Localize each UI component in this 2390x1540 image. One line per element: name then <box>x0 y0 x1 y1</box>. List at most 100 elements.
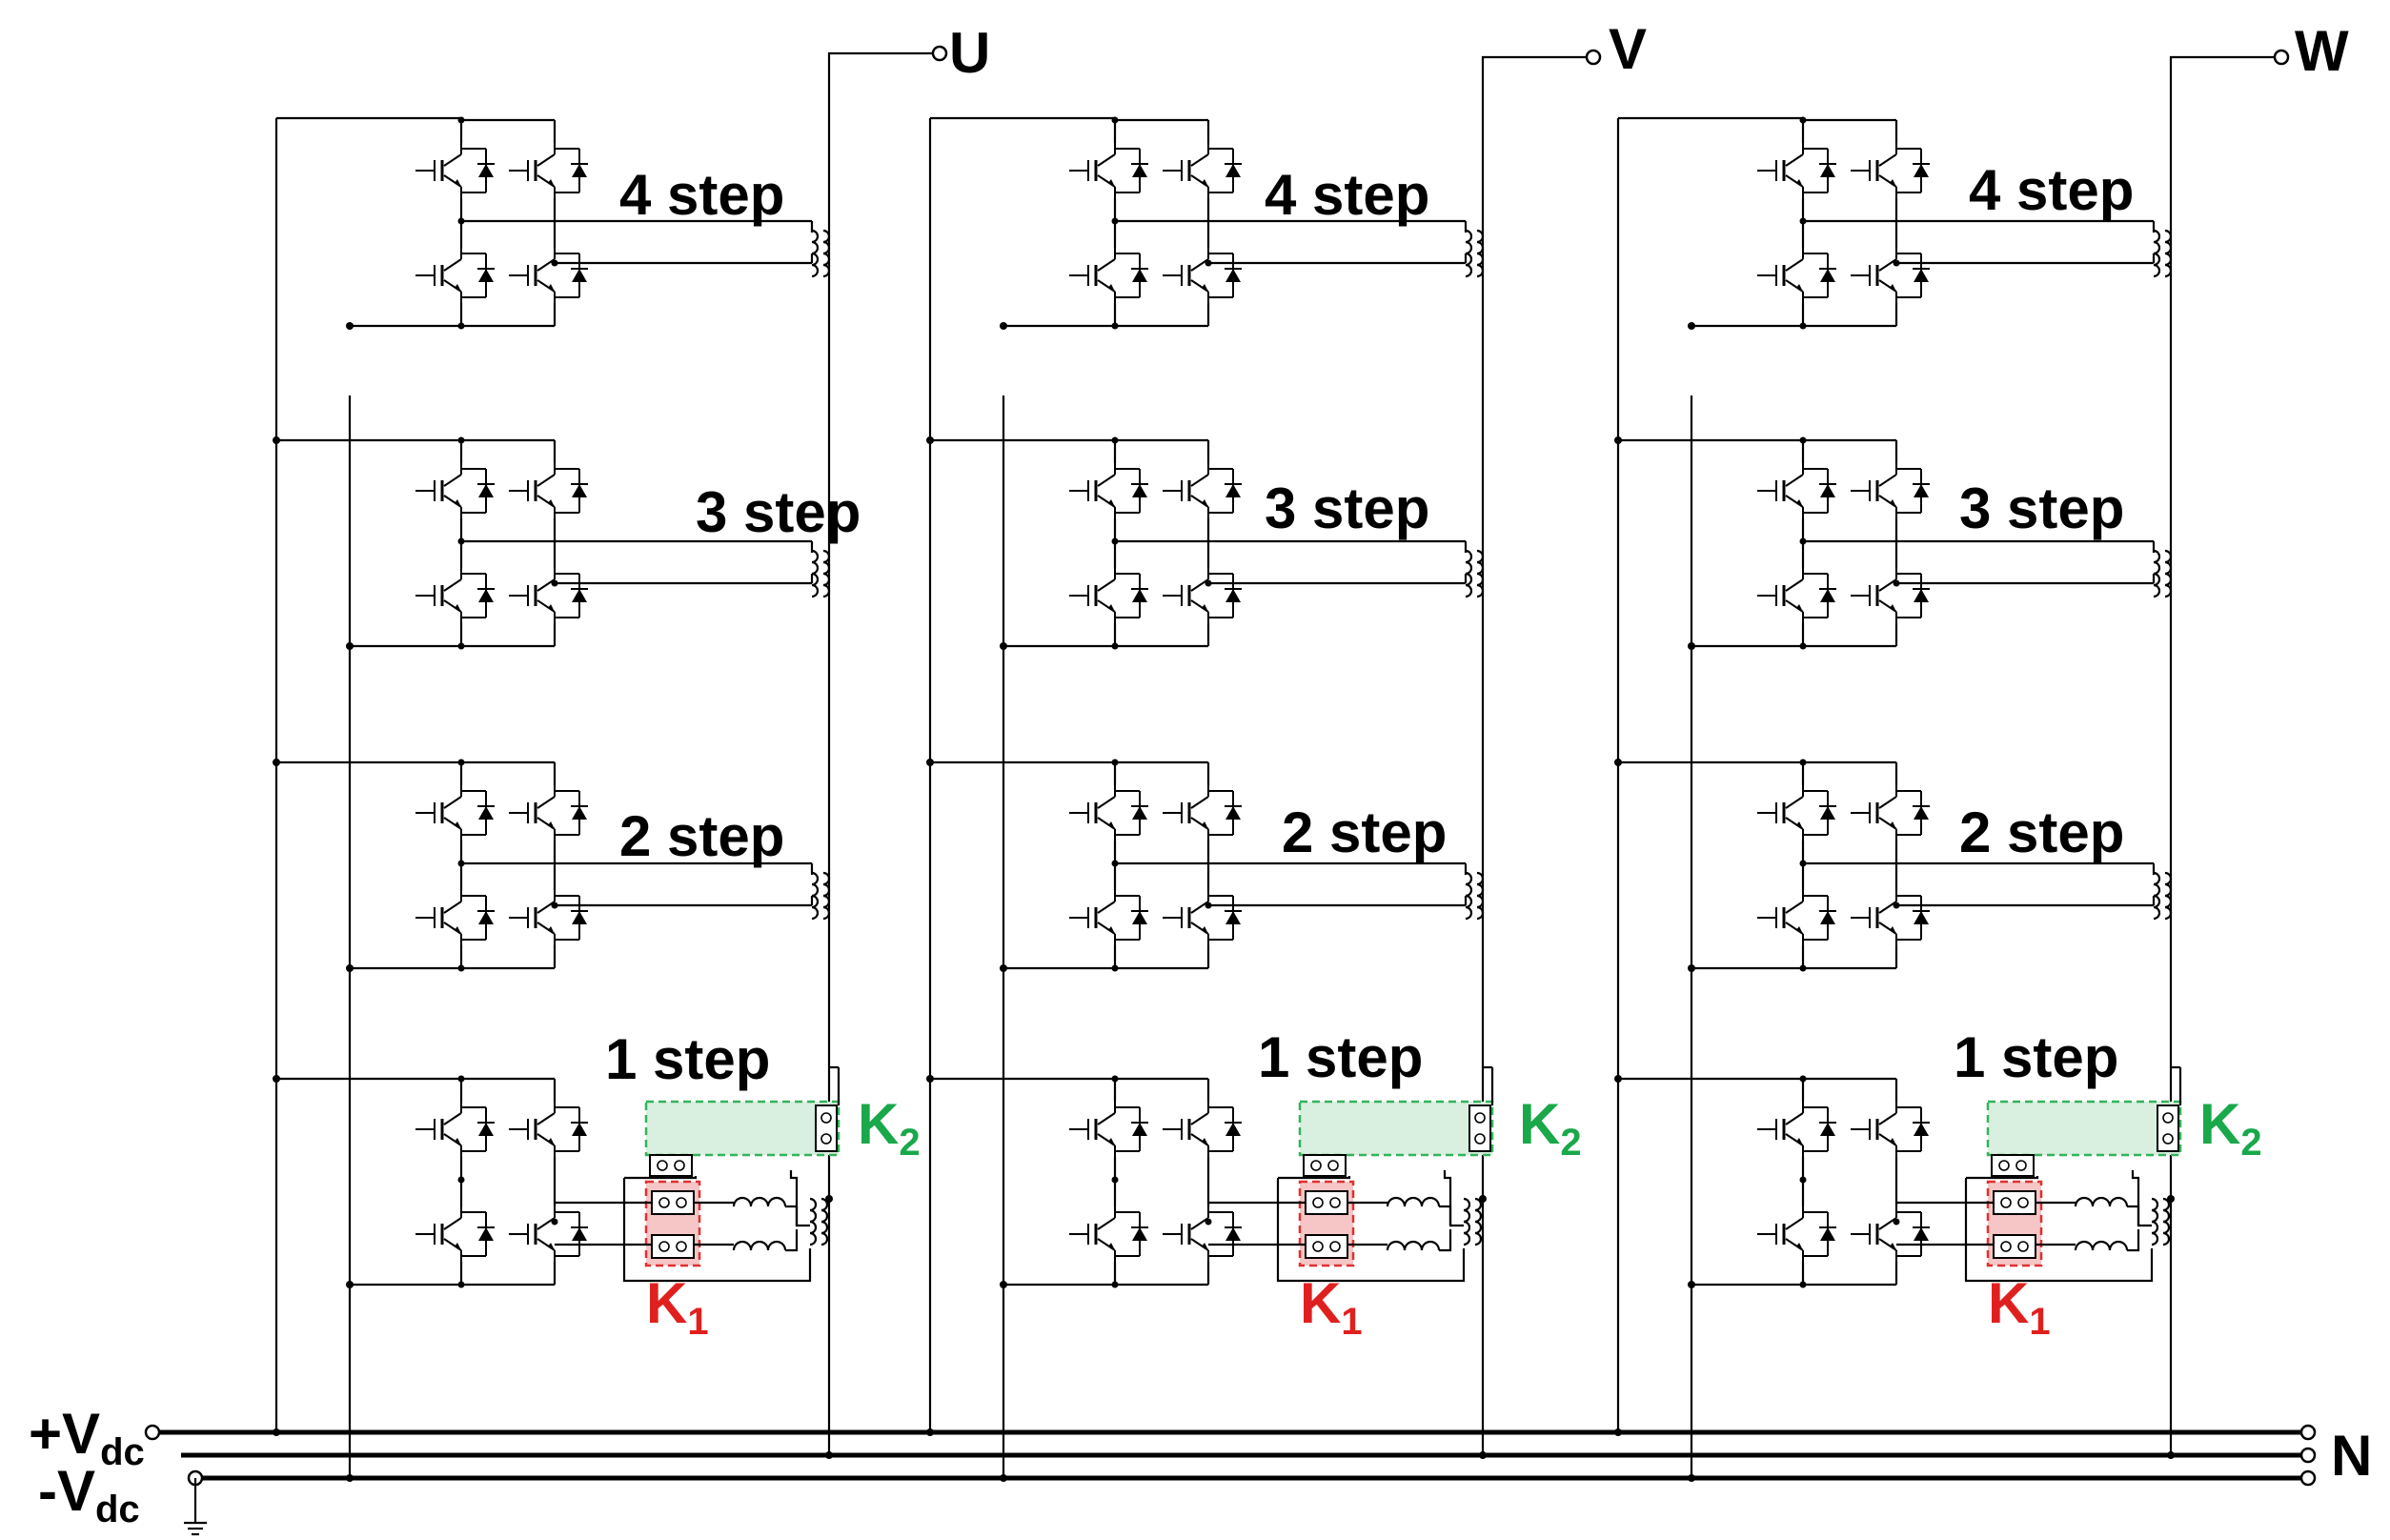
junction-dot <box>1614 436 1622 444</box>
k2-sub: 2 <box>2240 1122 2261 1164</box>
junction-dot <box>825 1451 833 1459</box>
junction-dot <box>273 1429 280 1436</box>
step-label-1: 1 step <box>1954 1025 2118 1089</box>
relay-k1 <box>1993 1190 2036 1215</box>
coupled-inductor-icon <box>808 1197 829 1246</box>
junction-dot <box>926 1429 934 1436</box>
relay-k2 <box>2157 1104 2179 1152</box>
coupled-inductor-icon <box>2150 1197 2171 1246</box>
coupled-inductor-icon <box>1464 871 1485 921</box>
wire <box>2131 1170 2140 1226</box>
inductor-icon <box>1386 1196 1441 1208</box>
hbridge-2 <box>926 759 1485 972</box>
k2-label: K2 <box>858 1092 921 1164</box>
junction-dot <box>1688 642 1695 650</box>
k2-zone <box>644 1100 841 1157</box>
terminal <box>144 1424 161 1441</box>
relay-k2 <box>815 1104 838 1152</box>
junction-dot <box>346 964 354 972</box>
inductor-icon <box>732 1240 787 1252</box>
coupled-inductor-icon <box>810 229 831 278</box>
phase-group-u <box>273 45 948 1482</box>
step-label-4: 4 step <box>619 163 784 227</box>
junction-dot <box>346 1281 354 1288</box>
k2-zone <box>1298 1100 1494 1157</box>
hbridge-switches <box>1069 117 1242 330</box>
hbridge-2 <box>273 759 831 972</box>
hbridge-switches <box>1757 1076 1930 1288</box>
rail-label-negative: -Vdc <box>38 1459 140 1530</box>
junction-dot <box>926 1075 934 1083</box>
step-label-1: 1 step <box>605 1027 770 1091</box>
k1-main: K <box>646 1271 687 1335</box>
relay-contact <box>820 1112 832 1124</box>
relay-contact <box>676 1241 687 1252</box>
phase-group-v <box>926 49 1602 1482</box>
labels: U V W +Vdc -Vdc N <box>29 17 2372 1530</box>
relay-contact <box>1312 1241 1324 1252</box>
phase-label-v: V <box>1609 17 1647 81</box>
hbridge-4 <box>1688 117 2173 331</box>
k2-sub: 2 <box>899 1122 920 1164</box>
relay-contact <box>1329 1241 1341 1252</box>
wire <box>1443 1170 1452 1226</box>
relay-contact <box>2000 1197 2012 1208</box>
hbridge-switches <box>415 760 588 972</box>
relay-contact <box>2017 1197 2029 1208</box>
k1-sub: 1 <box>687 1301 708 1343</box>
k2-label: K2 <box>1519 1092 1582 1164</box>
junction-dot <box>273 436 280 444</box>
relay-contact <box>1329 1197 1341 1208</box>
relay-contact <box>2015 1160 2027 1171</box>
terminal <box>931 45 948 62</box>
dc-bus <box>144 1424 2317 1536</box>
relay-contact <box>1474 1133 1486 1145</box>
relay-k1 <box>1305 1190 1348 1215</box>
junction-dot <box>346 322 354 330</box>
terminal <box>2299 1447 2317 1464</box>
coupled-inductor-icon <box>810 871 831 921</box>
step1-relay-section <box>1896 1065 2182 1283</box>
junction-dot <box>1614 759 1622 766</box>
coupled-inductor-icon <box>2152 229 2173 278</box>
wire <box>1439 1229 1452 1252</box>
phase-group-w <box>1614 49 2290 1482</box>
relay-k1 <box>651 1234 695 1259</box>
hbridge-2 <box>1614 759 2173 972</box>
relay-contact <box>1310 1160 1322 1171</box>
coupled-inductor-icon <box>810 549 831 598</box>
step1-relay-section <box>555 1065 841 1283</box>
k1-sub: 1 <box>1341 1301 1362 1343</box>
junction-dot <box>1000 1474 1007 1482</box>
wire <box>1276 1178 1466 1283</box>
step-label-3: 3 step <box>696 480 861 544</box>
terminal <box>2273 49 2290 66</box>
hbridge-4 <box>1000 117 1485 331</box>
wire <box>1481 55 1588 1455</box>
step-label-4: 4 step <box>1969 158 2134 222</box>
junction-dot <box>926 759 934 766</box>
relay-contact <box>2162 1133 2174 1145</box>
k2-main: K <box>2199 1092 2240 1156</box>
hbridge-switches <box>1757 437 1930 650</box>
hbridge-switches <box>1069 437 1242 650</box>
k1-label: K1 <box>1988 1271 2051 1343</box>
step-label-1: 1 step <box>1258 1025 1423 1089</box>
k2-zone <box>1986 1100 2182 1157</box>
k1-label: K1 <box>646 1271 709 1343</box>
junction-dot <box>926 436 934 444</box>
relay-k1 <box>651 1190 695 1215</box>
hbridge-switches <box>415 437 588 650</box>
hbridge-switches <box>1757 760 1930 972</box>
junction-dot <box>1000 1281 1007 1288</box>
wire <box>785 1229 799 1252</box>
phase-label-u: U <box>949 21 990 85</box>
junction-dot <box>346 1474 354 1482</box>
inductor-icon <box>2074 1196 2129 1208</box>
coupled-inductor-icon <box>1462 1197 1483 1246</box>
k2-main: K <box>1519 1092 1560 1156</box>
inductor-icon <box>1386 1240 1441 1252</box>
wire <box>1964 1178 2154 1283</box>
